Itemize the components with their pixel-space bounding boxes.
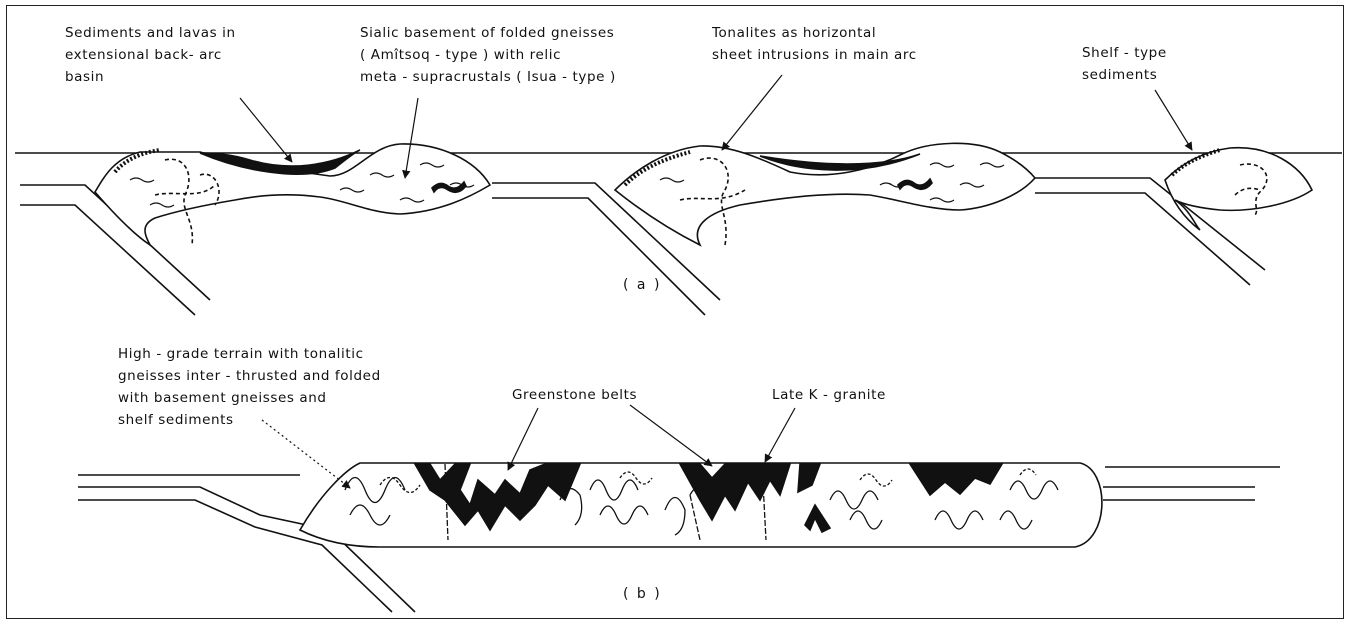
arrow-tonalites bbox=[722, 75, 782, 150]
arrow-shelf bbox=[1155, 90, 1192, 150]
right-arc-body bbox=[1165, 148, 1312, 230]
label-sediments-lavas: Sediments and lavas in extensional back-… bbox=[65, 22, 236, 88]
arrow-greenstone-2 bbox=[630, 405, 712, 466]
panel-label-a: ( a ) bbox=[623, 277, 661, 293]
arrow-k-granite bbox=[765, 408, 795, 462]
panel-b bbox=[78, 405, 1280, 612]
label-shelf-sediments: Shelf - type sediments bbox=[1082, 42, 1167, 86]
label-sialic-basement: Sialic basement of folded gneisses ( Amî… bbox=[360, 22, 616, 88]
panel-label-b: ( b ) bbox=[623, 586, 662, 602]
label-high-grade-terrain: High - grade terrain with tonalitic gnei… bbox=[118, 343, 381, 431]
panel-a bbox=[15, 75, 1342, 315]
b-right-plate bbox=[1103, 487, 1255, 500]
left-arc-body bbox=[95, 144, 490, 245]
label-late-k-granite: Late K - granite bbox=[772, 384, 886, 406]
label-tonalites: Tonalites as horizontal sheet intrusions… bbox=[712, 22, 917, 66]
arrow-greenstone-1 bbox=[508, 408, 538, 470]
middle-arc-body bbox=[615, 143, 1035, 245]
label-greenstone-belts: Greenstone belts bbox=[512, 384, 637, 406]
